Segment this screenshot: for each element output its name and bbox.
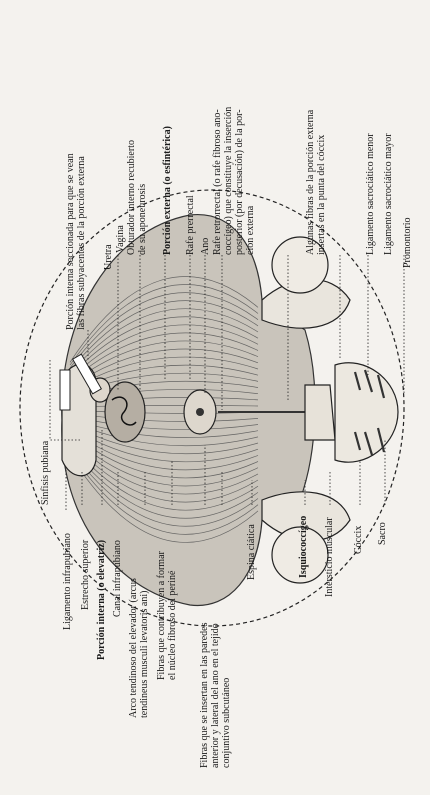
label-isquiococcigeo: Isquiococcígeo: [298, 516, 309, 578]
anus-center: [196, 408, 204, 416]
label-estrecho-superior: Estrecho superior: [80, 540, 91, 610]
label-porcion-interna: Porción interna (o elevatriz): [96, 540, 107, 660]
label-intersticio-muscular: Intersticio muscular: [324, 517, 335, 597]
label-sacro: Sacro: [377, 522, 388, 545]
label-sinfisis-pubiana: Sínfisis pubiana: [40, 441, 51, 505]
label-ligamento-infrapubiano: Ligamento infrapubiano: [62, 533, 73, 630]
label-porcion-externa: Porción externa (o esfintérica): [162, 126, 173, 255]
label-ano: Ano: [200, 238, 211, 255]
vagina-shape: [105, 382, 145, 442]
label-promontorio: Promontorio: [402, 217, 413, 268]
label-rafe-prerrectal: Rafe prerrectal: [185, 195, 196, 255]
label-espina-ciatica: Espina ciática: [246, 524, 257, 580]
incision-left: [60, 370, 70, 410]
label-ligamento-sacrociatico-menor: Ligamento sacrociático menor: [365, 133, 376, 255]
label-canal-infrapubiano: Canal infrapubiano: [112, 540, 123, 617]
label-porcion-interna-seccionada: Porción interna seccionada para que se v…: [65, 153, 87, 330]
coccyx-shape: [305, 385, 335, 440]
label-coccix: Cóccix: [353, 526, 364, 554]
label-vagina: Vagina: [115, 225, 126, 253]
label-uretra: Uretra: [103, 244, 114, 270]
label-ligamento-sacrociatico-mayor: Ligamento sacrociático mayor: [383, 133, 394, 255]
label-rafe-retrorrectal: Rafe retrorrectal (o rafe fibroso ano-co…: [212, 107, 256, 255]
